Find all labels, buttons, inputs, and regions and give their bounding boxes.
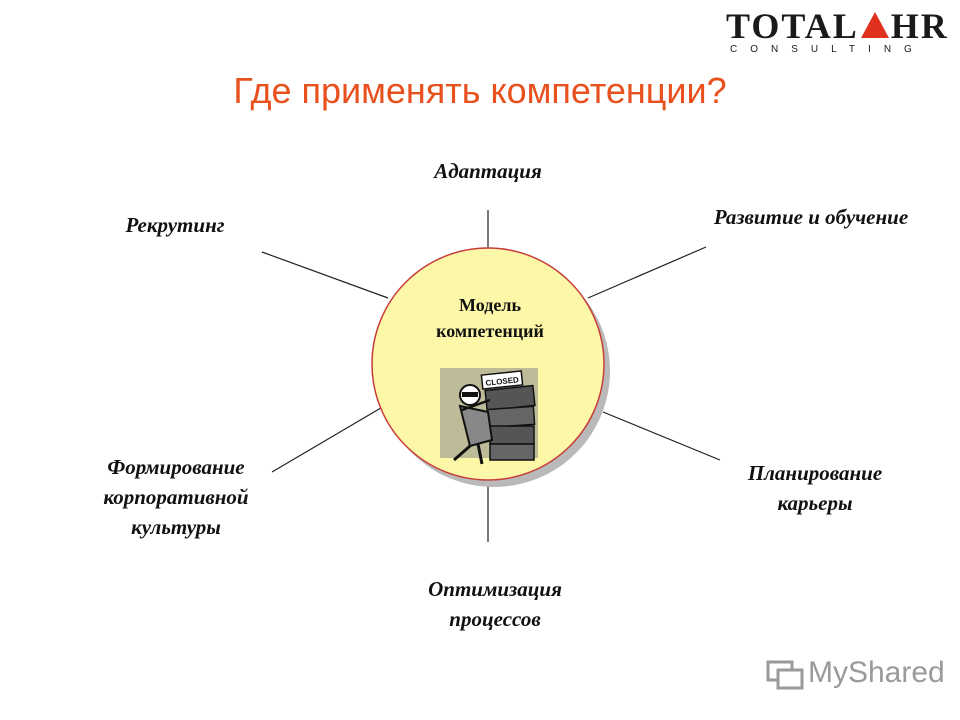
closed-sign-text: CLOSED [485,375,519,387]
label-recruiting: Рекрутинг [125,213,225,237]
connector-bottom-right [602,411,721,461]
label-career-planning: Планирование карьеры [747,461,883,515]
connector-bottom-left [271,404,387,473]
logo-triangle-icon [860,12,889,38]
connector-top-right [587,246,707,299]
label-development-training: Развитие и обучение [713,205,909,229]
connector-top-left [261,251,389,299]
myshared-logo-icon [766,660,804,690]
label-adaptation: Адаптация [434,159,542,183]
label-corporate-culture: Формирование корпоративной культуры [103,455,249,539]
competency-model-label: Модель компетенций [436,295,544,341]
label-process-optimization: Оптимизация процессов [428,577,562,631]
myshared-watermark: MyShared [766,654,945,694]
page-title: Где применять компетенции? [233,70,727,111]
logo-subtitle: CONSULTING [730,44,925,55]
closed-filing-cabinet-clipart: CLOSED [440,368,538,465]
center-circle [371,247,605,481]
